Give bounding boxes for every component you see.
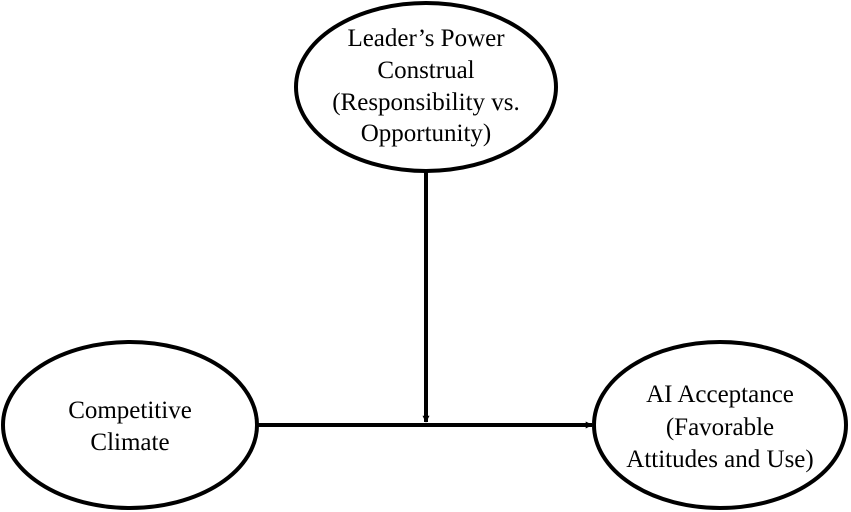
predictor-node: Competitive Climate — [1, 340, 259, 510]
outcome-label-line-1: AI Acceptance — [646, 381, 794, 408]
moderator-label-line-1: Leader’s Power — [347, 25, 505, 52]
outcome-label-line-2: (Favorable — [666, 414, 774, 441]
moderator-label-line-2: Construal — [377, 57, 474, 84]
predictor-label-line-1: Competitive — [68, 397, 192, 424]
outcome-label-line-3: Attitudes and Use) — [626, 446, 813, 473]
moderator-label-line-4: Opportunity) — [361, 120, 492, 147]
moderator-label-line-3: (Responsibility vs. — [332, 89, 520, 116]
moderator-node: Leader’s Power Construal (Responsibility… — [294, 1, 558, 173]
outcome-ellipse — [592, 340, 848, 510]
outcome-node: AI Acceptance (Favorable Attitudes and U… — [592, 340, 848, 510]
predictor-label-line-2: Climate — [90, 429, 169, 456]
predictor-ellipse — [1, 340, 259, 510]
